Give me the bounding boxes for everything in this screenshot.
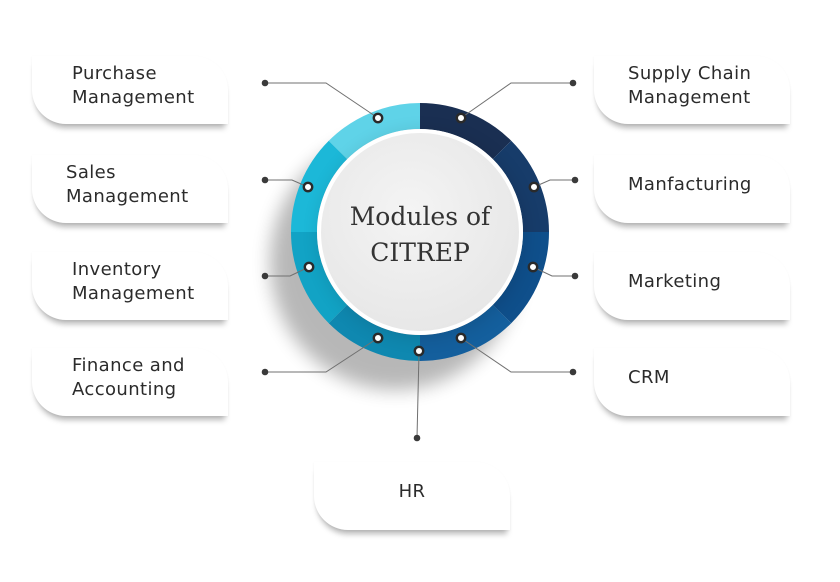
connector-purchase: [265, 82, 379, 119]
card-sales-management: Sales Management: [32, 155, 228, 223]
center-title: Modules of CITREP: [349, 202, 491, 267]
card-label: Inventory Management: [72, 259, 195, 304]
dot-crm-ring: [455, 332, 467, 344]
card-label: HR: [398, 481, 426, 502]
connector-inventory: [265, 266, 310, 277]
card-manufacturing: Manfacturing: [594, 155, 790, 223]
dot-inventory-outer: [261, 272, 269, 280]
connector-crm: [460, 337, 573, 373]
dot-hr-outer: [413, 434, 421, 442]
card-label: Supply Chain Management: [628, 63, 752, 108]
card-marketing: Marketing: [594, 252, 790, 320]
connector-finance: [265, 337, 379, 373]
card-label: Manfacturing: [628, 174, 752, 195]
dot-crm-outer: [569, 368, 577, 376]
dot-sales-ring: [302, 181, 314, 193]
dot-marketing-outer: [571, 272, 579, 280]
dot-sales-outer: [261, 176, 269, 184]
dot-marketing-ring: [527, 261, 539, 273]
card-label: Sales Management: [66, 162, 189, 207]
connector-supply-chain: [460, 82, 573, 119]
card-label: CRM: [628, 367, 670, 388]
ring-segment: [291, 232, 348, 324]
connectors: [265, 82, 575, 439]
connector-hr: [416, 351, 420, 439]
ring-segment: [420, 103, 512, 160]
card-purchase-management: Purchase Management: [32, 56, 228, 124]
dot-manufacturing-ring: [528, 181, 540, 193]
dot-hr-ring: [413, 345, 425, 357]
center-disc: [317, 129, 523, 335]
connector-manufacturing: [533, 179, 575, 188]
ring-segment: [492, 232, 549, 324]
ring-segment: [328, 304, 420, 361]
connector-sales: [265, 179, 309, 188]
dot-finance-ring: [372, 332, 384, 344]
card-label: Finance and Accounting: [72, 355, 185, 400]
card-label: Marketing: [628, 271, 722, 292]
module-ring: [291, 103, 549, 361]
dot-supply-chain-outer: [569, 79, 577, 87]
card-label: Purchase Management: [72, 63, 195, 108]
connector-marketing: [532, 266, 575, 277]
dot-inventory-ring: [303, 261, 315, 273]
ring-segment: [492, 140, 549, 232]
card-hr: HR: [314, 462, 510, 530]
ring-segment: [291, 140, 348, 232]
dot-finance-outer: [261, 368, 269, 376]
ring-dots: [302, 112, 540, 357]
ring-segment: [420, 304, 512, 361]
dot-supply-chain-ring: [455, 112, 467, 124]
card-finance-accounting: Finance and Accounting: [32, 348, 228, 416]
outer-dots: [261, 79, 579, 442]
ring-segment: [328, 103, 420, 160]
card-crm: CRM: [594, 348, 790, 416]
card-supply-chain-management: Supply Chain Management: [594, 56, 790, 124]
dot-manufacturing-outer: [571, 176, 579, 184]
dot-purchase-ring: [372, 112, 384, 124]
dot-purchase-outer: [261, 79, 269, 87]
card-inventory-management: Inventory Management: [32, 252, 228, 320]
